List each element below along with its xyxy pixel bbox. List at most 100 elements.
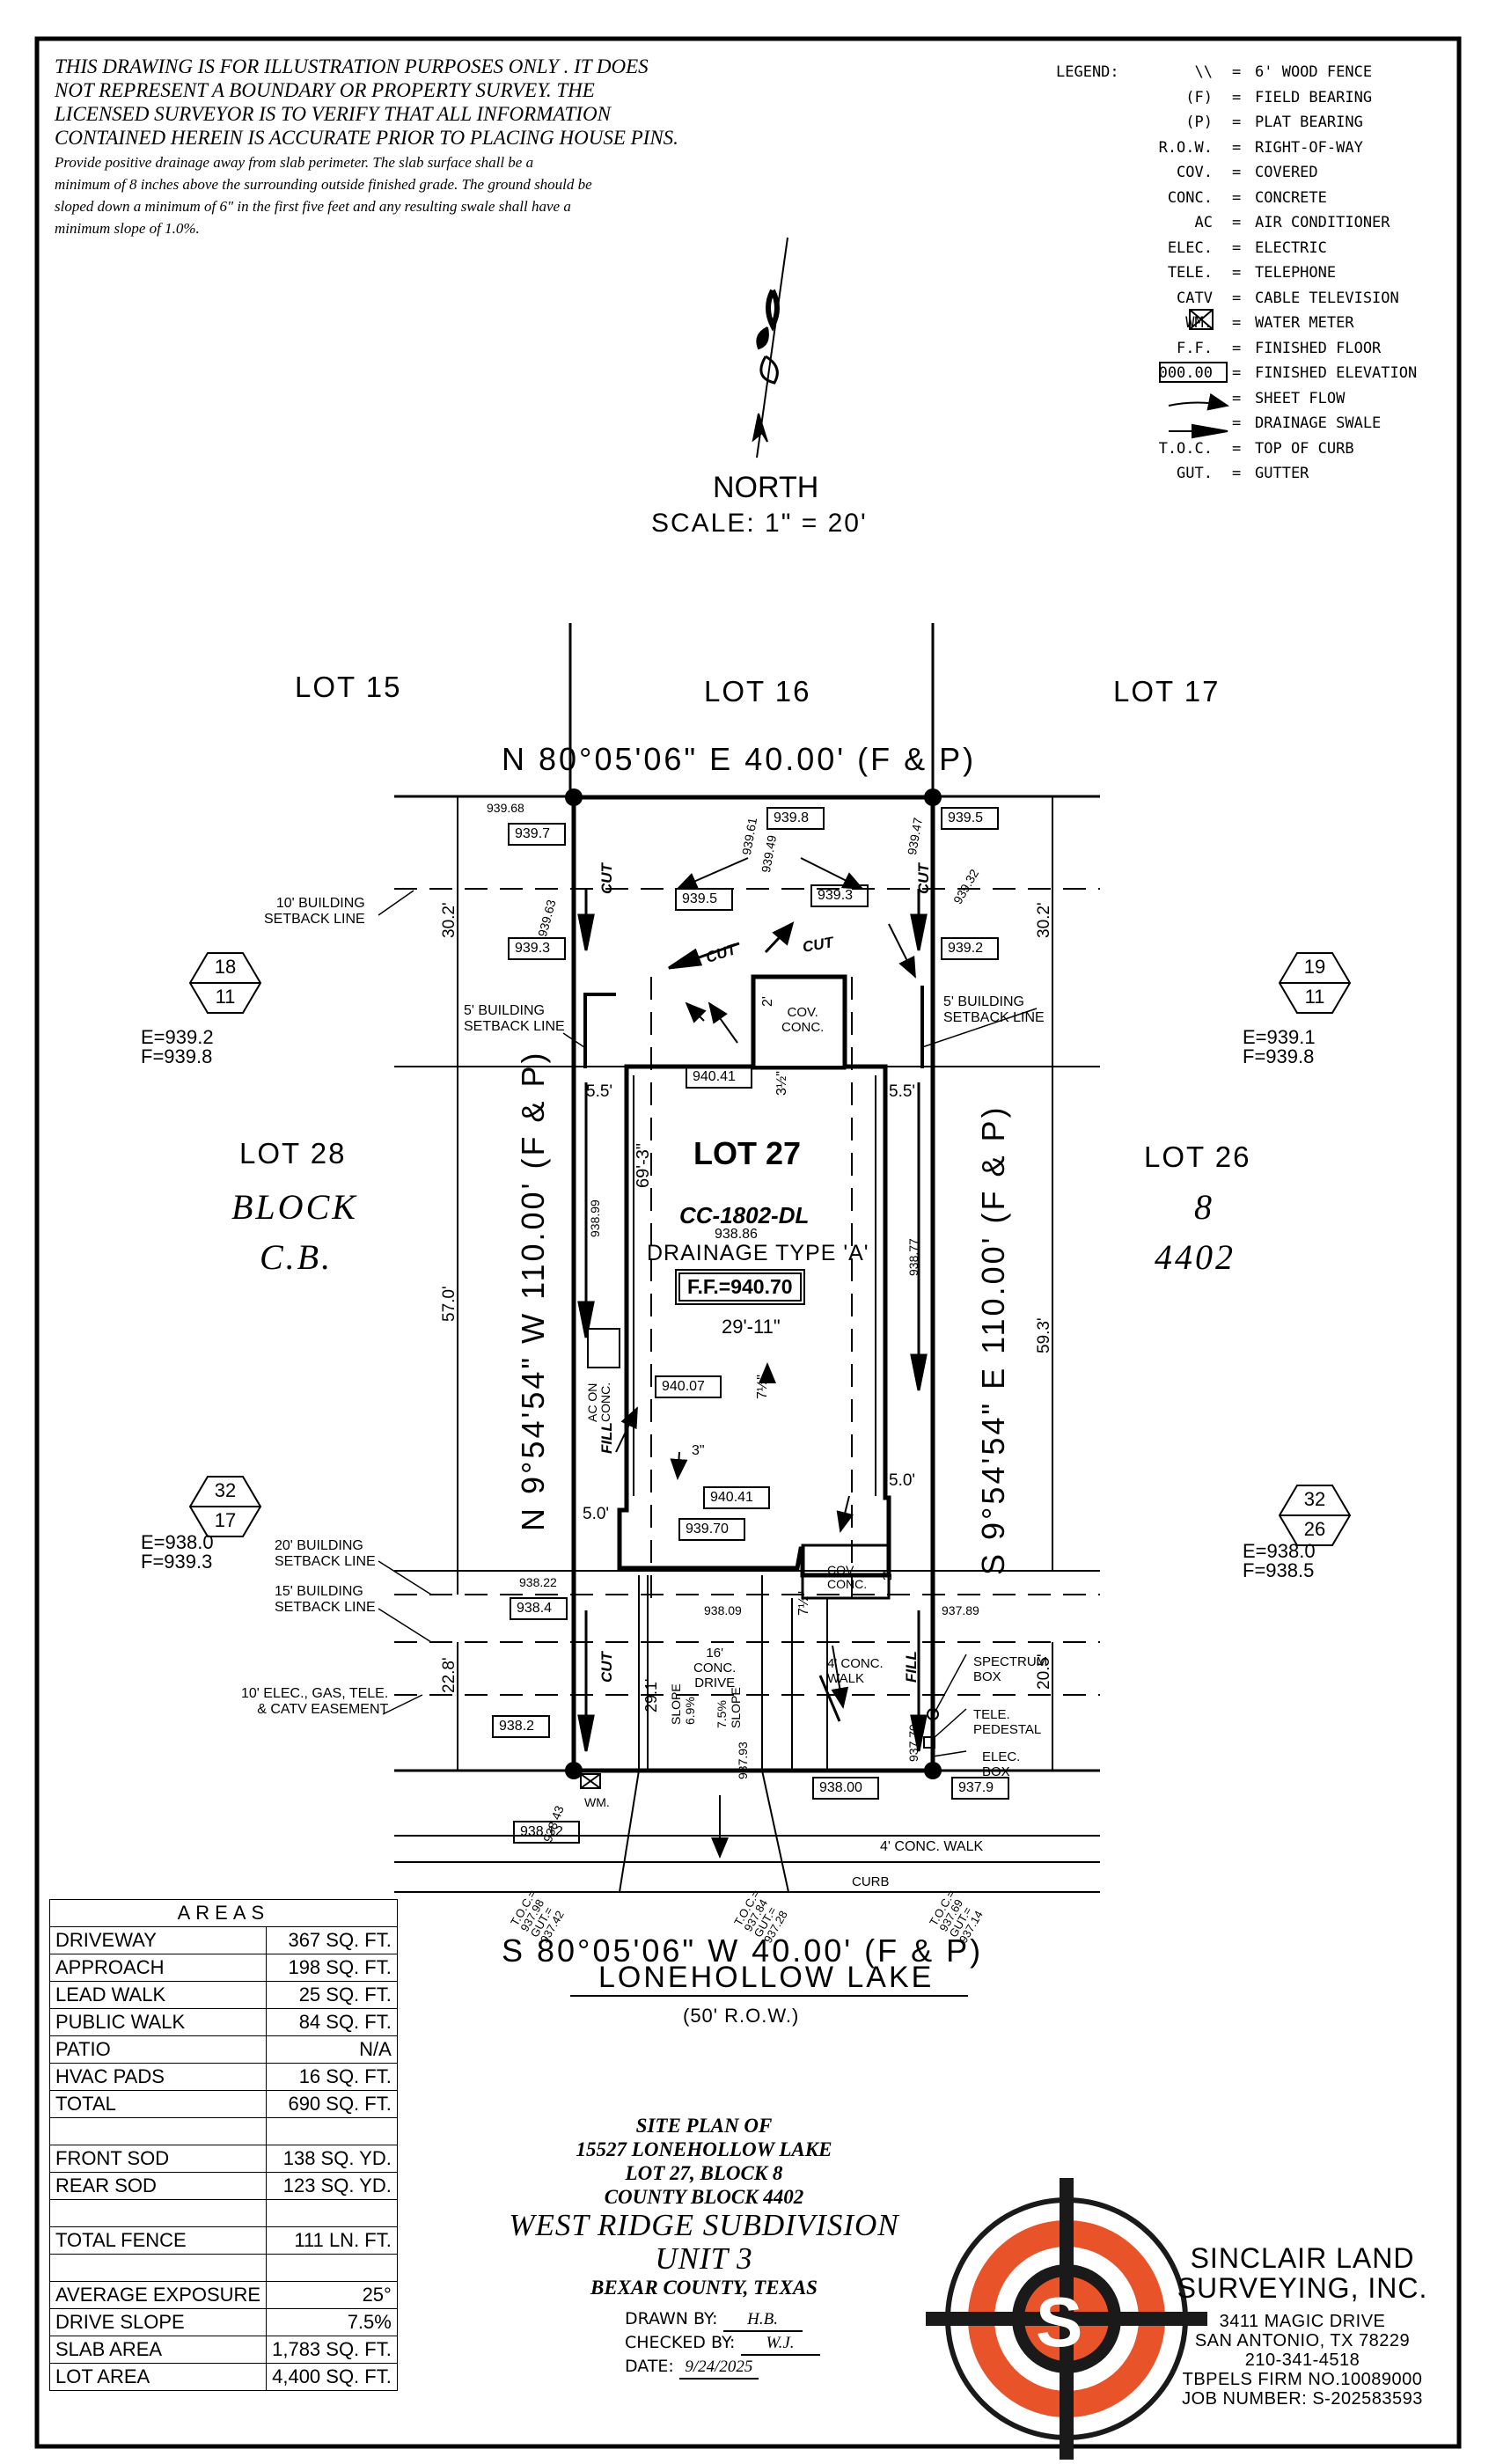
legend-description: RIGHT-OF-WAY <box>1255 138 1363 157</box>
date-value: 9/24/2025 <box>678 2356 759 2380</box>
feature-text: CONC. <box>598 1382 612 1422</box>
hex-f: F=939.8 <box>141 1045 213 1067</box>
drainage-note-line: minimum of 8 inches above the surroundin… <box>55 176 592 193</box>
firm-address-1: 3411 MAGIC DRIVE <box>1219 2312 1386 2331</box>
checked-by-label: CHECKED BY: <box>625 2333 736 2352</box>
area-label: FRONT SOD <box>48 2145 268 2173</box>
area-value: 16 SQ. FT. <box>266 2063 398 2091</box>
legend-equals: = <box>1232 364 1242 382</box>
street-name: LONEHOLLOW LAKE <box>598 1961 935 1994</box>
finished-elevation: 939.8 <box>774 810 810 825</box>
legend-equals: = <box>1232 314 1242 332</box>
legend-row: T.O.C.=TOP OF CURB <box>1056 436 1461 462</box>
title-lot: LOT 27, BLOCK 8 <box>625 2162 783 2184</box>
elevation-box <box>675 888 733 911</box>
covered-concrete-front <box>752 975 847 1070</box>
feature-text: 16' <box>706 1646 723 1661</box>
public-walk <box>394 1835 1100 1893</box>
finished-elevation: 939.3 <box>515 941 551 956</box>
legend-description: FIELD BEARING <box>1255 88 1373 106</box>
area-value: 198 SQ. FT. <box>266 1954 398 1982</box>
job-number: JOB NUMBER: S-202583593 <box>1182 2389 1423 2409</box>
block-number: 8 <box>1194 1187 1212 1227</box>
area-label: REAR SOD <box>48 2172 268 2200</box>
disclaimer-line: CONTAINED HEREIN IS ACCURATE PRIOR TO PL… <box>55 127 678 149</box>
legend-row: GUT.=GUTTER <box>1056 461 1461 487</box>
hex-bot: 11 <box>1304 986 1325 1008</box>
feature-text: SLOPE <box>729 1687 743 1728</box>
legend-equals: = <box>1232 188 1242 207</box>
lead-walk-label: 4' CONC.WALK <box>827 1656 884 1686</box>
legend-equals: = <box>1232 88 1242 106</box>
legend-row: (P)=PLAT BEARING <box>1056 110 1461 136</box>
covered-concrete-front-label: COV.CONC. <box>781 1005 824 1035</box>
elevation-box <box>941 937 999 960</box>
finished-elevation: 939.7 <box>515 826 551 841</box>
title-county: BEXAR COUNTY, TEXAS <box>590 2277 818 2299</box>
legend-equals: = <box>1232 289 1242 307</box>
legend-row: AC=AIR CONDITIONER <box>1056 210 1461 236</box>
legend-description: FINISHED ELEVATION <box>1255 364 1418 382</box>
feature-text: 7.5% <box>715 1700 729 1728</box>
area-value <box>266 2199 398 2227</box>
legend-symbol: GUT. <box>1177 465 1213 482</box>
elevation-box <box>655 1375 722 1398</box>
elevation-box <box>513 1821 580 1844</box>
elevation-box <box>766 807 825 830</box>
legend-description: WATER METER <box>1255 314 1354 332</box>
sheet-border <box>34 36 1462 2449</box>
elevation-box <box>510 1597 568 1620</box>
legend-equals: = <box>1232 114 1242 131</box>
feature-text: SPECTRUM <box>973 1654 1048 1669</box>
feature-text: CONC. <box>693 1661 737 1676</box>
legend-equals: = <box>1232 439 1242 458</box>
elevation-938-99: 938.99 <box>588 1199 602 1237</box>
drainage-note-line: Provide positive drainage away from slab… <box>55 154 534 171</box>
setback-text: 5' BUILDING <box>943 994 1024 1009</box>
area-value: 1,783 SQ. FT. <box>266 2336 398 2364</box>
legend-description: COVERED <box>1255 164 1318 181</box>
dim-29-1: 29.1' <box>642 1678 660 1712</box>
finished-floor: F.F.=940.70 <box>675 1269 805 1305</box>
feature-text: CONC. <box>827 1577 868 1591</box>
dim-3: 3" <box>692 1443 705 1458</box>
drawn-by-block: DRAWN BY: H.B. CHECKED BY: W.J. DATE: 9/… <box>625 2308 820 2380</box>
legend-symbol: CATV <box>1177 289 1213 307</box>
legend-symbol: (P) <box>1185 114 1213 131</box>
hex-e: E=939.1 <box>1243 1026 1316 1048</box>
area-value: 690 SQ. FT. <box>266 2090 398 2118</box>
legend-row: F.F.=FINISHED FLOOR <box>1056 336 1461 362</box>
plan-name: CC-1802-DL <box>679 1202 810 1228</box>
area-value: 84 SQ. FT. <box>266 2008 398 2036</box>
hex-f: F=939.8 <box>1243 1045 1315 1067</box>
title-subdivision: WEST RIDGE SUBDIVISION <box>509 2208 899 2242</box>
disclaimer-line: NOT REPRESENT A BOUNDARY OR PROPERTY SUR… <box>55 79 595 101</box>
firm-tbpels: TBPELS FIRM NO.10089000 <box>1182 2370 1423 2389</box>
feature-text: COV. <box>827 1563 856 1577</box>
dim-57: 57.0' <box>440 1286 458 1322</box>
elevation-box <box>686 1066 752 1089</box>
elevation-box <box>678 1518 745 1541</box>
sinclair-logo <box>926 2178 1207 2460</box>
feature-text: DRIVE <box>694 1676 736 1690</box>
legend-row: R.O.W.=RIGHT-OF-WAY <box>1056 136 1461 161</box>
house-depth: 69'-3" <box>634 1143 653 1188</box>
hex-top: 32 <box>1303 1488 1326 1510</box>
legend-equals: = <box>1232 389 1242 407</box>
dim-30-2-left: 30.2' <box>440 902 458 938</box>
dim-5-5-left: 5.5' <box>586 1082 613 1101</box>
legend-description: TELEPHONE <box>1255 264 1337 282</box>
legend-row: 000.00=FINISHED ELEVATION <box>1056 361 1461 386</box>
scale-label: SCALE: 1" = 20' <box>651 509 868 538</box>
finished-elevation: 937.9 <box>958 1780 994 1795</box>
area-label: TOTAL <box>48 2090 268 2118</box>
legend-description: FINISHED FLOOR <box>1255 339 1382 357</box>
